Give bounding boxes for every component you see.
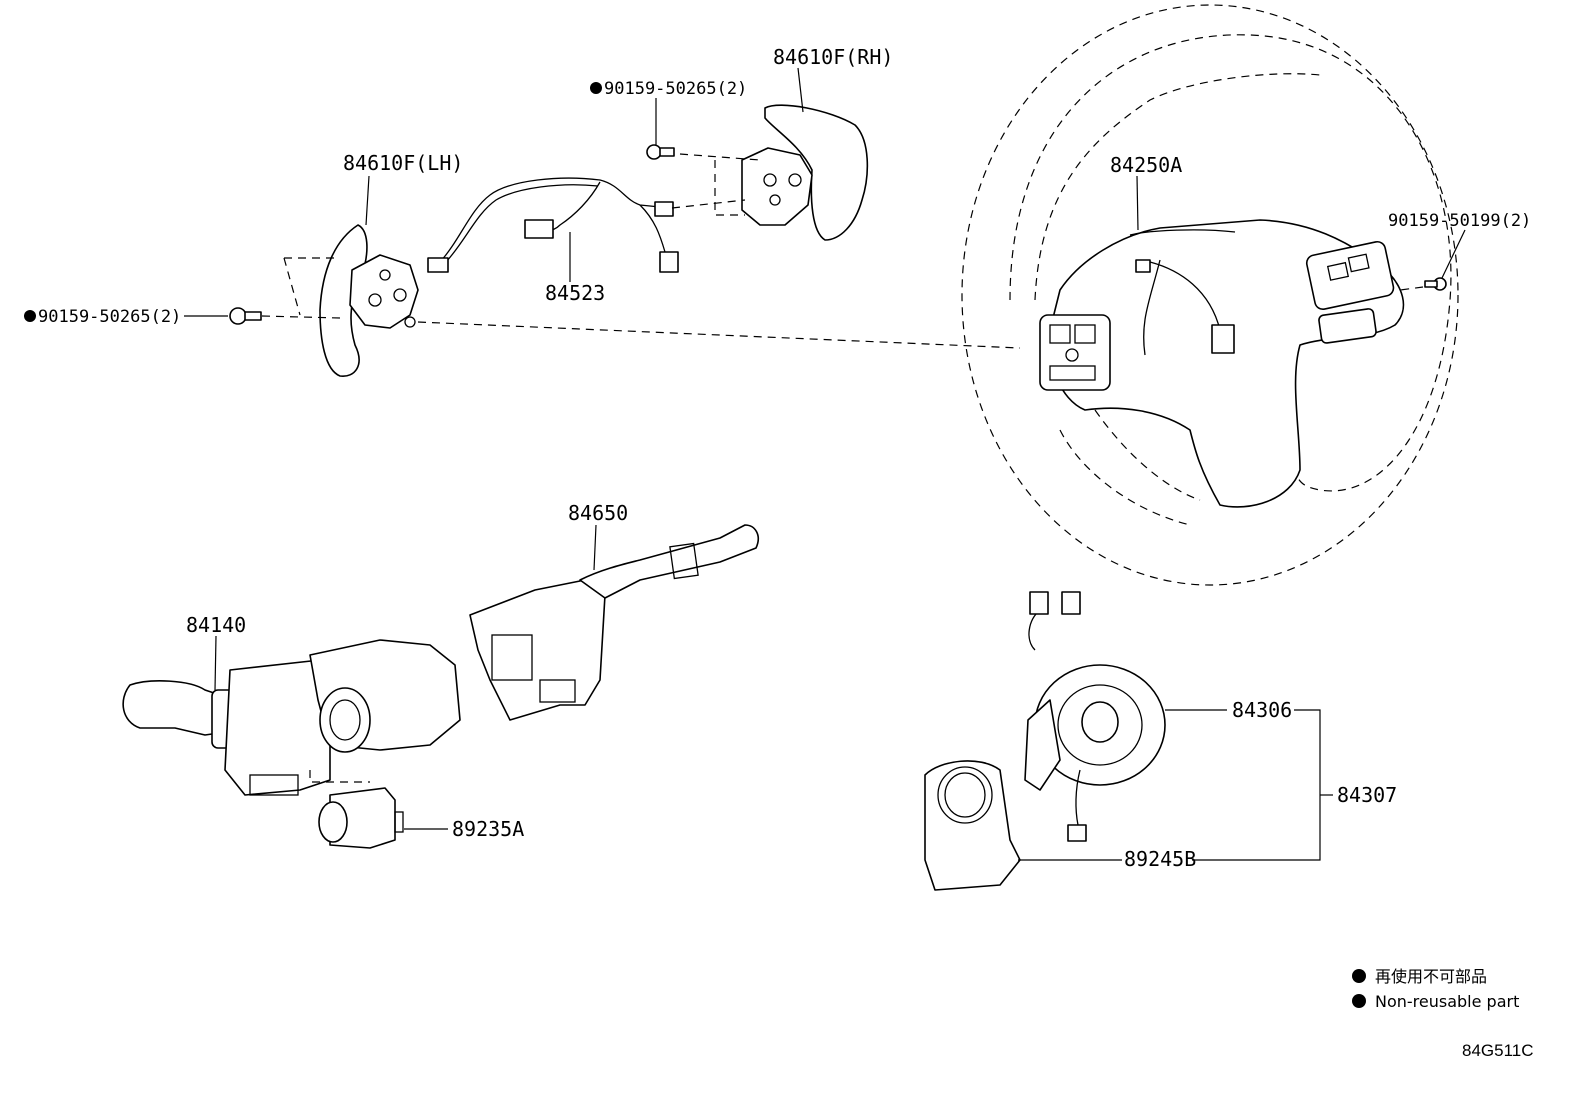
label-84250a: 84250A (1110, 153, 1182, 177)
non-reusable-marker-icon (590, 82, 602, 94)
steering-wheel-illustration (961, 4, 1459, 586)
wiper-switch-illustration (469, 524, 760, 721)
screw-left-illustration (229, 307, 262, 325)
label-89245b: 89245B (1124, 847, 1196, 871)
label-90159-50265-top: 90159-50265(2) (604, 79, 747, 99)
legend-text-jp: 再使用不可部品 (1375, 967, 1487, 986)
legend-text-en: Non-reusable part (1375, 992, 1519, 1011)
screw-top-illustration (646, 144, 675, 160)
label-84140: 84140 (186, 613, 246, 637)
label-90159-50265-left: 90159-50265(2) (38, 307, 181, 327)
dashed-guide-lines (261, 153, 1424, 349)
label-84610f-lh: 84610F(LH) (343, 151, 463, 175)
spiral-cable-illustration (1024, 591, 1166, 842)
wire-harness-illustration (427, 177, 679, 273)
part-labels: 84610F(RH) 90159-50265(2) 84610F(LH) 845… (24, 45, 1531, 871)
label-84610f-rh: 84610F(RH) (773, 45, 893, 69)
black-dot-icon (1352, 994, 1366, 1008)
figure-code: 84G511C (1462, 1041, 1534, 1060)
headlamp-switch-illustration (122, 639, 461, 796)
paddle-shifter-rh-illustration (741, 104, 869, 241)
sensor-89235a-illustration (318, 787, 404, 849)
label-84306: 84306 (1232, 698, 1292, 722)
label-84523: 84523 (545, 281, 605, 305)
label-89235a: 89235A (452, 817, 524, 841)
label-84307: 84307 (1337, 783, 1397, 807)
legend: 再使用不可部品 Non-reusable part (1352, 967, 1519, 1011)
leader-lines (184, 67, 1466, 861)
non-reusable-marker-icon (24, 310, 36, 322)
black-dot-icon (1352, 969, 1366, 983)
paddle-shifter-lh-illustration (319, 224, 419, 377)
steering-sensor-illustration (924, 760, 1021, 891)
screw-right-illustration (1424, 277, 1447, 291)
label-84650: 84650 (568, 501, 628, 525)
label-90159-50199: 90159-50199(2) (1388, 211, 1531, 231)
